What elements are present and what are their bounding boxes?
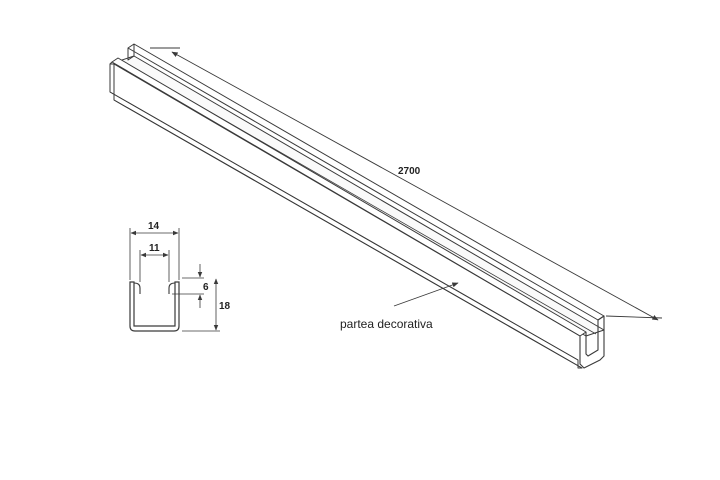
- length-value: 2700: [398, 166, 421, 177]
- far-end-profile: [109, 44, 135, 92]
- callout-label: partea decorativa: [340, 317, 433, 331]
- cross-section-view: [129, 228, 220, 332]
- outer-width-value: 14: [148, 221, 160, 232]
- section-outline: [129, 281, 180, 332]
- lip-depth-value: 6: [203, 282, 209, 293]
- height-value: 18: [219, 301, 231, 312]
- callout-arrow: [393, 282, 459, 307]
- section-left-lip: [133, 282, 141, 294]
- section-right-lip: [168, 282, 176, 294]
- back-flange: [127, 43, 605, 321]
- dimension-line-length: [171, 51, 659, 321]
- inner-width-value: 11: [149, 243, 160, 254]
- length-dimension: [150, 47, 663, 321]
